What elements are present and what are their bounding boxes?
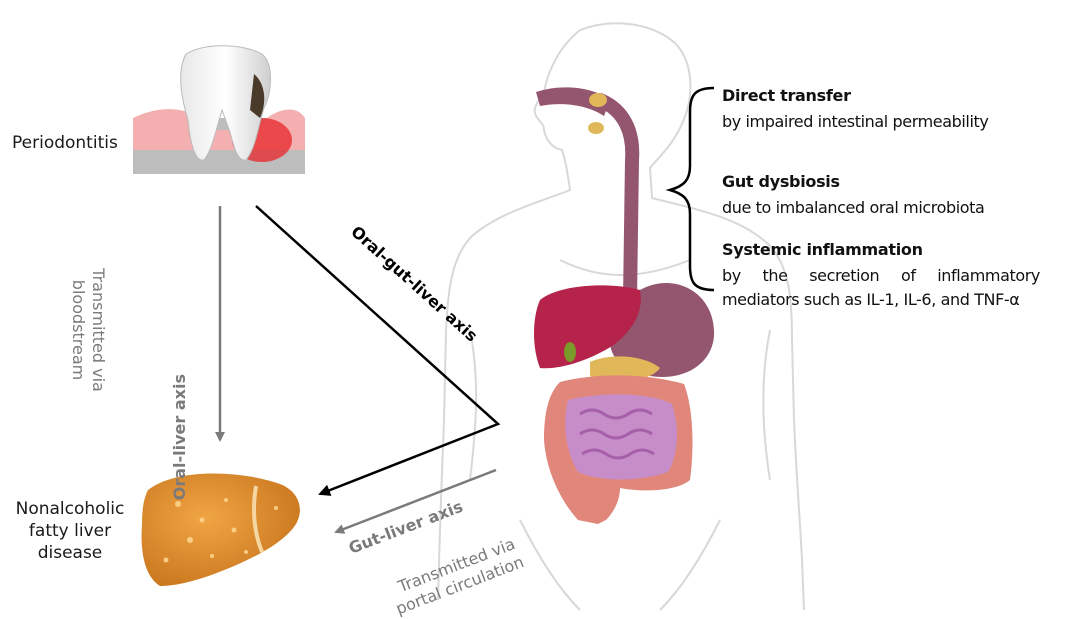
- mechanism-2-text: due to imbalanced oral microbiota: [722, 198, 984, 217]
- tooth-illustration: [133, 46, 305, 174]
- oral-liver-line-2: bloodstream: [68, 266, 88, 394]
- curly-brace: [670, 88, 714, 290]
- esophagus: [600, 100, 650, 316]
- mechanism-3-title: Systemic inflammation: [722, 240, 923, 259]
- fatty-liver-illustration: [142, 473, 300, 586]
- nafld-line-3: disease: [8, 542, 132, 564]
- mechanism-1-text: by impaired intestinal permeability: [722, 112, 988, 131]
- mechanism-2-title: Gut dysbiosis: [722, 172, 840, 191]
- nafld-line-1: Nonalcoholic: [8, 498, 132, 520]
- oral-liver-axis-title: Oral-liver axis: [170, 374, 189, 500]
- oral-liver-axis-title-text: Oral-liver axis: [170, 374, 189, 500]
- mechanism-3-text-line-2: mediators such as IL-1, IL-6, and TNF-α: [722, 290, 1019, 309]
- oral-liver-axis-caption: Transmitted via bloodstream: [68, 266, 108, 394]
- mechanism-1-title: Direct transfer: [722, 86, 851, 105]
- mechanism-3-text-line-1: by the secretion of inflammatory: [722, 266, 1040, 285]
- salivary-gland-2: [588, 122, 604, 134]
- periodontitis-label: Periodontitis: [12, 132, 118, 154]
- oral-liver-line-1: Transmitted via: [88, 266, 108, 394]
- nafld-label: Nonalcoholic fatty liver disease: [8, 498, 132, 564]
- salivary-gland: [589, 93, 607, 107]
- nafld-line-2: fatty liver: [8, 520, 132, 542]
- gallbladder: [564, 342, 576, 362]
- digestive-system: [534, 87, 714, 524]
